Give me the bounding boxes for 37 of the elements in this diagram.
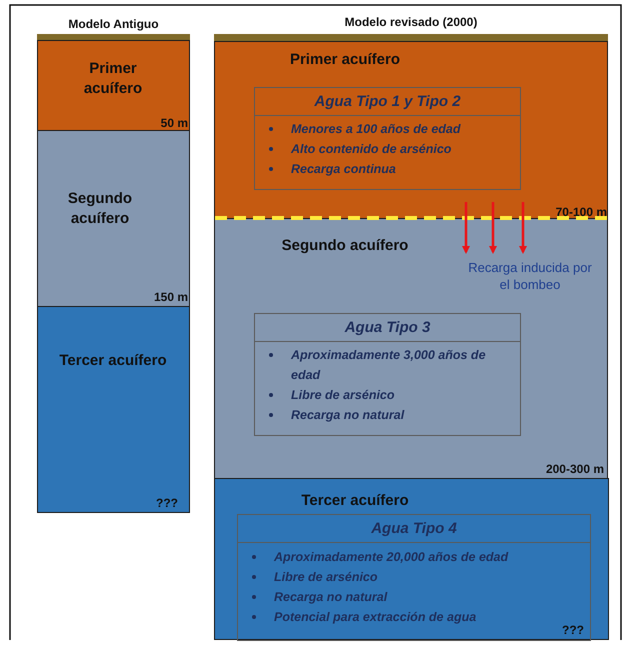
- layer-name: Tercer acuífero: [58, 351, 168, 371]
- bullet-text: Recarga no natural: [291, 408, 404, 422]
- box-heading: Agua Tipo 3: [255, 314, 520, 342]
- water-type-box: [254, 87, 521, 190]
- box-heading: Agua Tipo 4: [238, 515, 590, 543]
- aquifer-layer: [37, 306, 190, 513]
- aquifer-layer: [37, 130, 190, 307]
- aquifer-layer: [214, 41, 608, 219]
- aquifer-layer: [37, 40, 190, 131]
- bullet-text: Aproximadamente 3,000 años de edad: [291, 348, 486, 382]
- depth-label: ???: [155, 496, 178, 510]
- depth-label: 200-300 m: [544, 462, 604, 476]
- layer-name: Primer acuífero: [82, 59, 144, 100]
- depth-label: 150 m: [152, 290, 188, 304]
- bullet-text: Recarga no natural: [274, 590, 388, 604]
- water-type-box: [254, 313, 521, 436]
- bullet-text: Libre de arsénico: [274, 570, 378, 584]
- water-type-box: [237, 514, 591, 641]
- layer-name: Segundo acuífero: [280, 236, 410, 256]
- depth-label: ???: [561, 623, 584, 637]
- column-title: Modelo Antiguo: [67, 17, 160, 31]
- depth-label: 50 m: [160, 116, 188, 130]
- box-heading: Agua Tipo 1 y Tipo 2: [255, 88, 520, 116]
- bullet-text: Recarga continua: [291, 162, 396, 176]
- column-title: Modelo revisado (2000): [344, 15, 478, 29]
- depth-label: 70-100 m: [554, 205, 607, 219]
- annotation: Recarga inducida por el bombeo: [467, 259, 593, 293]
- bullet-text: Libre de arsénico: [291, 388, 395, 402]
- layer-name: Segundo acuífero: [66, 189, 134, 230]
- bullet-text: Menores a 100 años de edad: [291, 122, 461, 136]
- bullet-text: Potencial para extracción de agua: [274, 610, 476, 624]
- aquifer-layer: [214, 478, 609, 640]
- layer-name: Primer acuífero: [288, 50, 402, 70]
- bullet-text: Alto contenido de arsénico: [291, 142, 452, 156]
- bullet-text: Aproximadamente 20,000 años de edad: [274, 550, 508, 564]
- aquifer-layer: [214, 218, 608, 479]
- layer-name: Tercer acuífero: [300, 491, 410, 511]
